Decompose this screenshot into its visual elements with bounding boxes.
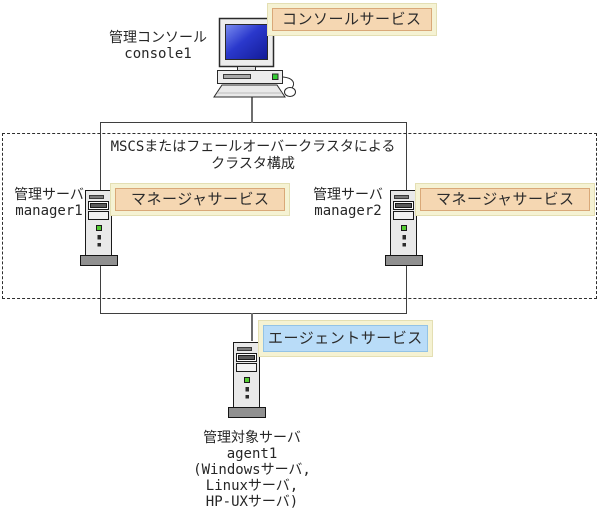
agent-service-tag: エージェントサービス xyxy=(258,320,433,357)
manager1-label: 管理サーバ manager1 xyxy=(2,187,96,219)
agent-os-line: Linuxサーバ, xyxy=(205,478,299,494)
keyboard xyxy=(213,84,286,98)
console-hostname: console1 xyxy=(124,46,192,62)
manager1-server-icon xyxy=(80,190,118,266)
agent-label: 管理対象サーバ agent1 (Windowsサーバ, Linuxサーバ, HP… xyxy=(132,430,372,510)
manager2-service-tag-label: マネージャサービス xyxy=(420,188,591,211)
manager1-hostname: manager1 xyxy=(15,203,83,219)
manager1-service-tag: マネージャサービス xyxy=(110,183,291,216)
power-led xyxy=(272,73,279,80)
manager2-name: 管理サーバ xyxy=(313,187,383,203)
console-name: 管理コンソール xyxy=(109,30,207,46)
manager1-name: 管理サーバ xyxy=(14,187,84,203)
agent-service-tag-label: エージェントサービス xyxy=(263,325,428,352)
server-led xyxy=(401,225,407,231)
cluster-dashed-boundary xyxy=(2,133,597,299)
cluster-caption: MSCSまたはフェールオーバークラスタによる クラスタ構成 xyxy=(103,139,403,173)
manager2-server-icon xyxy=(385,190,423,266)
cluster-caption-line2: クラスタ構成 xyxy=(211,156,295,172)
console-label: 管理コンソール console1 xyxy=(95,30,221,62)
console-service-tag-label: コンソールサービス xyxy=(272,8,432,31)
cluster-caption-line1: MSCSまたはフェールオーバークラスタによる xyxy=(110,139,396,155)
manager1-service-tag-label: マネージャサービス xyxy=(115,188,286,211)
agent-name: 管理対象サーバ xyxy=(203,430,301,446)
monitor-screen xyxy=(225,24,268,60)
agent-os-line: (Windowsサーバ, xyxy=(193,462,311,478)
agent-connection-line xyxy=(251,313,253,341)
console-connection-line xyxy=(251,97,253,123)
manager2-service-tag: マネージャサービス xyxy=(415,183,596,216)
agent-hostname: agent1 xyxy=(226,446,278,462)
mouse xyxy=(284,87,296,97)
manager2-label: 管理サーバ manager2 xyxy=(301,187,395,219)
server-led xyxy=(244,377,250,383)
console-service-tag: コンソールサービス xyxy=(267,3,437,36)
manager2-hostname: manager2 xyxy=(314,203,382,219)
console-computer-icon xyxy=(213,17,296,98)
agent-server-icon xyxy=(228,342,266,418)
server-led xyxy=(96,225,102,231)
agent-os-line: HP-UXサーバ) xyxy=(205,494,299,510)
